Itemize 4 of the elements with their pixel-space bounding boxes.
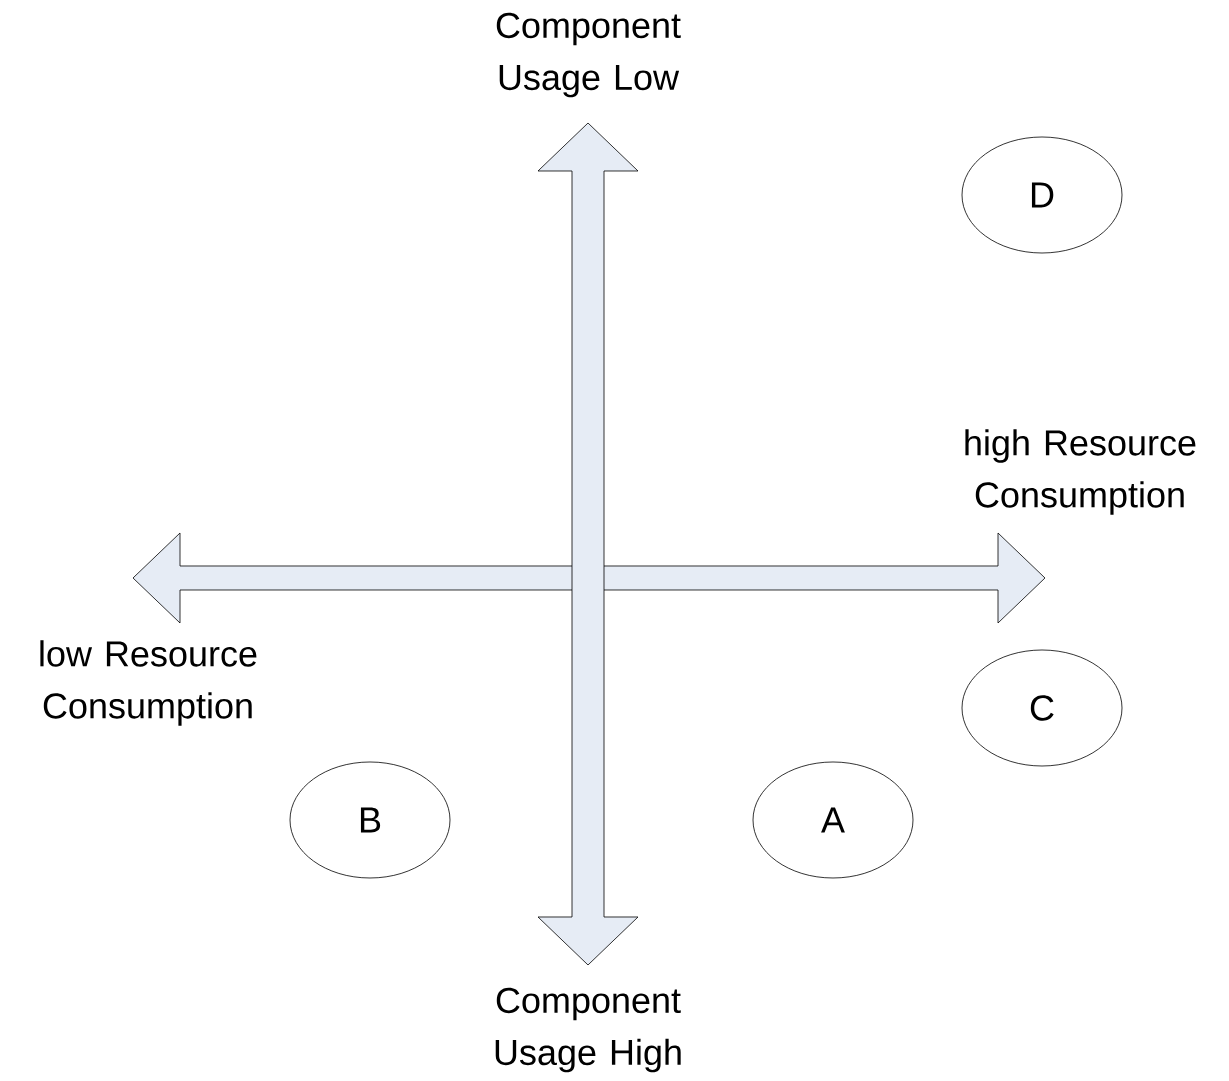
- axis-label: low Resource Consumption: [40, 640, 257, 726]
- axis-label: high Resource Consumption: [965, 429, 1196, 515]
- axis-label: Component Usage High: [495, 987, 681, 1073]
- axis-label: Component Usage Low: [496, 12, 681, 98]
